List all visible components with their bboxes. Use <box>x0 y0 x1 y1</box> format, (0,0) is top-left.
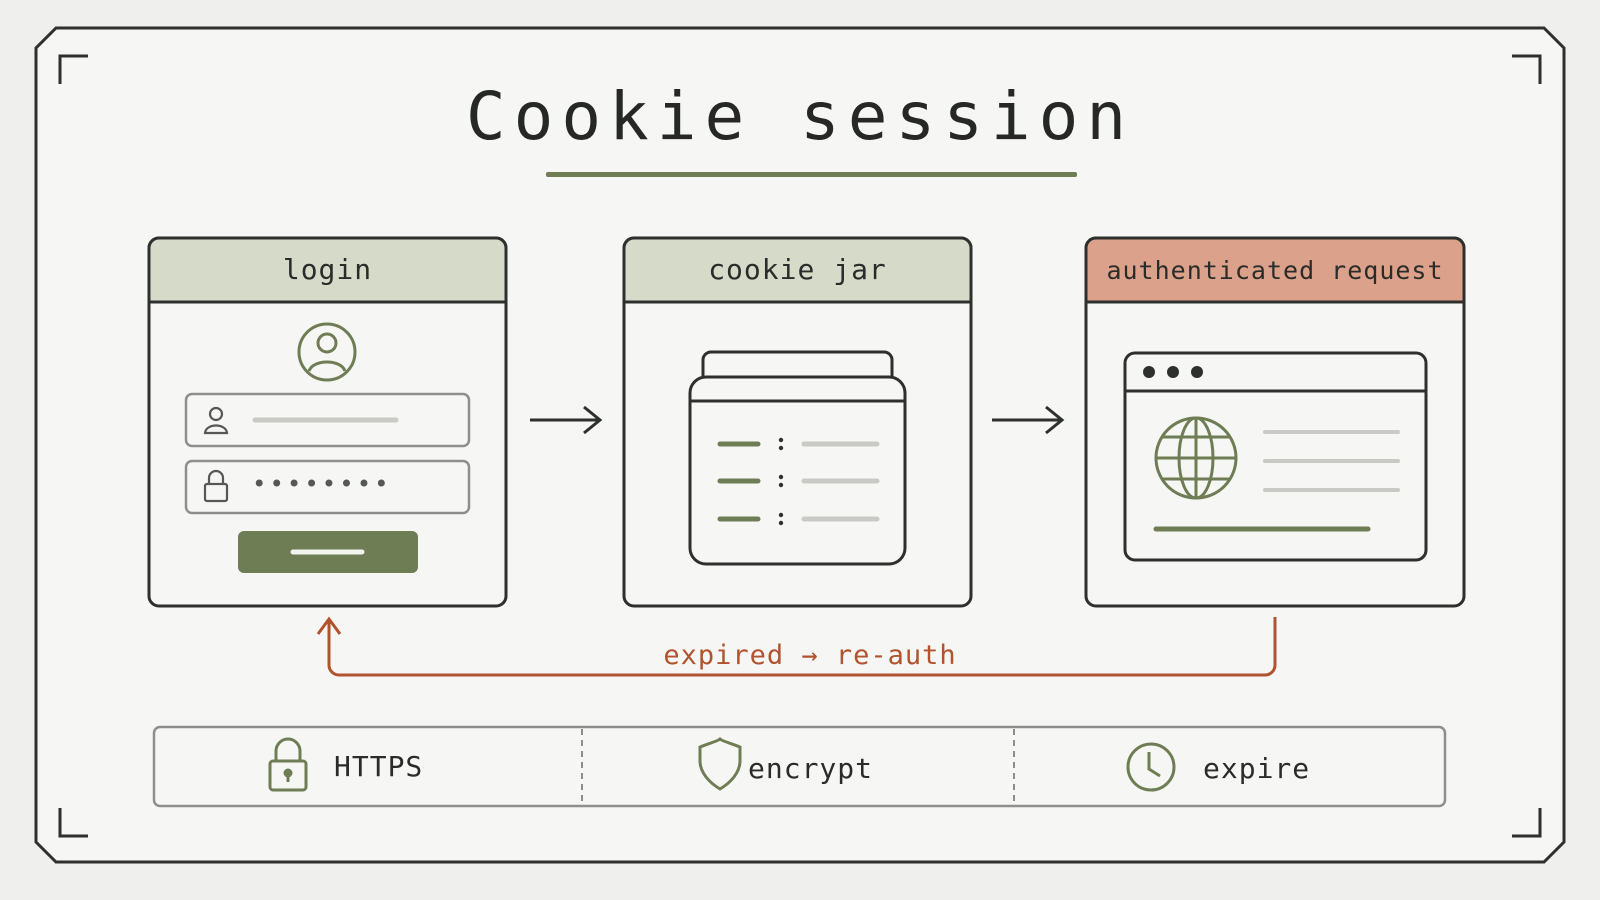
page-title: Cookie session <box>465 78 1135 155</box>
flow-arrow-2 <box>992 405 1065 435</box>
feature-label-encrypt: encrypt <box>748 752 874 785</box>
panel-title-cookie-jar: cookie jar <box>708 253 887 286</box>
title-underline <box>546 172 1077 177</box>
clock-icon <box>1126 742 1176 792</box>
login-panel <box>147 236 508 608</box>
panel-title-login: login <box>282 253 373 286</box>
features-bar <box>152 725 1447 808</box>
shield-icon <box>698 736 742 791</box>
cookie-jar-icon <box>688 350 907 566</box>
padlock-icon <box>268 737 308 792</box>
user-avatar-icon <box>297 322 357 382</box>
authenticated-request-panel <box>1084 236 1466 608</box>
user-icon <box>203 406 229 435</box>
loop-label: expired → re-auth <box>600 640 1020 671</box>
cookie-jar-panel <box>622 236 973 608</box>
corner-brackets <box>58 54 1542 838</box>
globe-icon <box>1154 416 1238 500</box>
frame-border <box>34 26 1566 864</box>
feature-label-https: HTTPS <box>334 750 424 783</box>
panel-title-authenticated-request: authenticated request <box>1106 256 1444 285</box>
lock-icon <box>203 469 229 503</box>
browser-window-icon <box>1123 351 1428 562</box>
cookie-entries <box>717 437 880 526</box>
reauth-loop-arrow <box>316 616 1277 677</box>
password-mask: •••••••• <box>252 470 392 498</box>
flow-arrow-1 <box>530 405 603 435</box>
password-field <box>184 459 471 515</box>
feature-label-expire: expire <box>1203 752 1311 785</box>
username-field <box>184 392 471 448</box>
